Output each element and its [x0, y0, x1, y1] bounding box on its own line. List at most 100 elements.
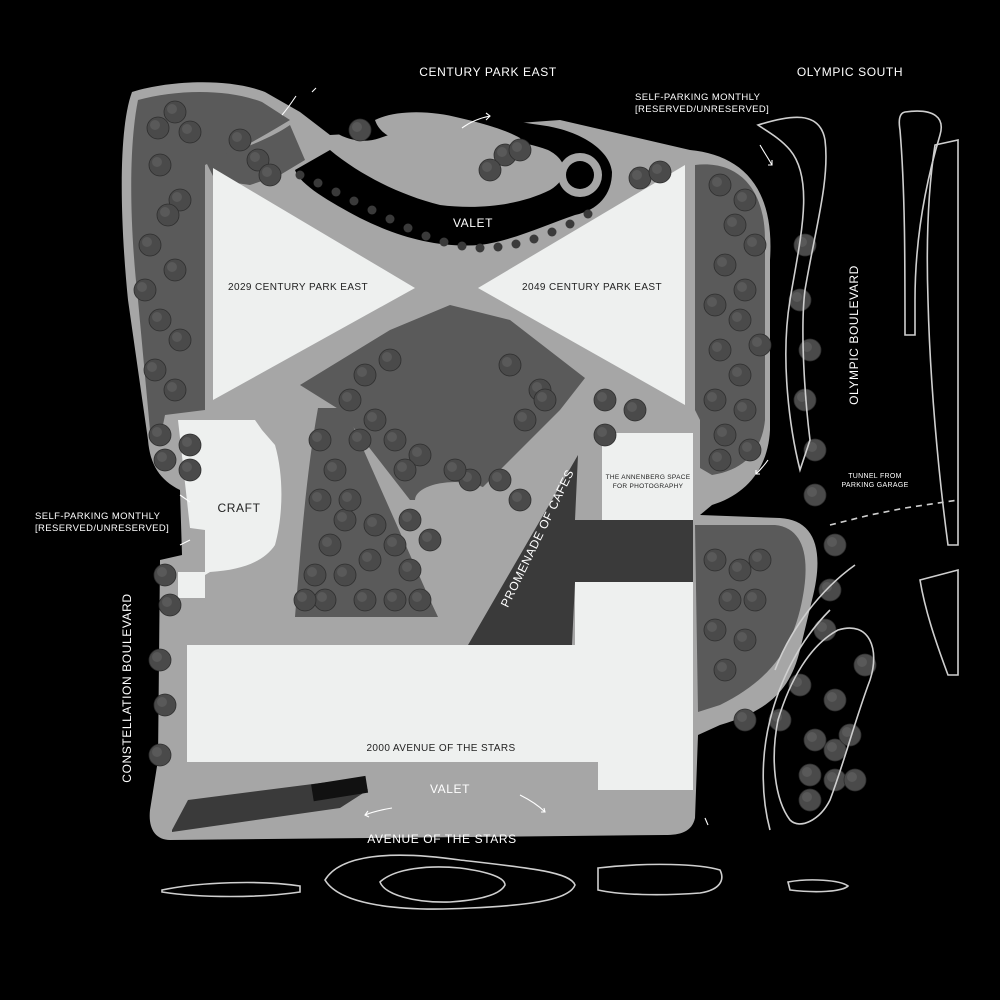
- tree-highlight: [807, 442, 817, 452]
- tree-highlight: [342, 392, 352, 402]
- curve-island: [773, 627, 875, 825]
- valet-dot-icon: [511, 239, 521, 249]
- tree-highlight: [307, 567, 317, 577]
- tree-highlight: [142, 237, 152, 247]
- arrow-icon: [759, 144, 773, 166]
- tunnel-line1: TUNNEL FROM: [848, 473, 902, 480]
- turnaround-center: [566, 161, 594, 189]
- south-building-label: 2000 AVENUE OF THE STARS: [366, 743, 515, 754]
- tree-highlight: [147, 362, 157, 372]
- tree-highlight: [317, 592, 327, 602]
- tree-highlight: [597, 392, 607, 402]
- valet-dot-icon: [439, 237, 449, 247]
- tree-highlight: [172, 192, 182, 202]
- tree-highlight: [412, 592, 422, 602]
- tree-highlight: [747, 592, 757, 602]
- valet-booth: [311, 775, 369, 802]
- tree-highlight: [532, 382, 542, 392]
- arrow-icon: [179, 494, 191, 503]
- tree-group: [133, 100, 877, 812]
- avenue-island-2: [324, 854, 576, 910]
- tree-highlight: [737, 282, 747, 292]
- tree-highlight: [517, 412, 527, 422]
- tree-highlight: [737, 402, 747, 412]
- tree-highlight: [727, 217, 737, 227]
- tree-highlight: [717, 662, 727, 672]
- grass-west-strip: [131, 92, 290, 440]
- olympic-island-3: [926, 139, 959, 546]
- street-top-label: CENTURY PARK EAST: [419, 65, 557, 79]
- tree-highlight: [402, 512, 412, 522]
- tree-highlight: [387, 537, 397, 547]
- olympic-island-4: [919, 568, 959, 676]
- tree-highlight: [712, 342, 722, 352]
- arrow-icon: [704, 817, 709, 826]
- valet-dot-icon: [493, 242, 503, 252]
- tree-highlight: [160, 207, 170, 217]
- valet-dot-icon: [547, 227, 557, 237]
- tree-highlight: [857, 657, 867, 667]
- tree-highlight: [737, 192, 747, 202]
- tunnel-line2: PARKING GARAGE: [841, 482, 908, 489]
- tree-highlight: [722, 592, 732, 602]
- tree-highlight: [737, 632, 747, 642]
- tree-highlight: [182, 462, 192, 472]
- annenberg-line1: THE ANNENBERG SPACE: [606, 474, 691, 481]
- annenberg-building-shape: [602, 433, 693, 528]
- tree-highlight: [172, 332, 182, 342]
- tree-highlight: [327, 462, 337, 472]
- tree-highlight: [707, 622, 717, 632]
- valet-dot-icon: [583, 209, 593, 219]
- street-top-right-label: OLYMPIC SOUTH: [797, 65, 903, 79]
- avenue-island-2-inner: [379, 866, 506, 903]
- valet-top-label: VALET: [453, 216, 493, 230]
- street-bottom-label: AVENUE OF THE STARS: [367, 832, 516, 846]
- tree-highlight: [322, 537, 332, 547]
- tree-highlight: [157, 697, 167, 707]
- tree-highlight: [707, 552, 717, 562]
- tree-highlight: [717, 257, 727, 267]
- tree-highlight: [732, 562, 742, 572]
- tree-highlight: [232, 132, 242, 142]
- tree-highlight: [157, 452, 167, 462]
- olympic-island-2: [898, 110, 942, 336]
- tree-highlight: [157, 567, 167, 577]
- street-left-label: CONSTELLATION BOULEVARD: [120, 593, 134, 782]
- grass-central-plaza: [300, 305, 585, 500]
- tree-highlight: [297, 592, 307, 602]
- tree-highlight: [352, 122, 362, 132]
- tree-highlight: [627, 402, 637, 412]
- promenade-wedge: [468, 455, 693, 645]
- tree-highlight: [502, 357, 512, 367]
- tree-highlight: [632, 170, 642, 180]
- valet-dot-icon: [331, 187, 341, 197]
- tree-highlight: [250, 152, 260, 162]
- tree-highlight: [357, 367, 367, 377]
- tree-highlight: [150, 120, 160, 130]
- tree-highlight: [312, 432, 322, 442]
- parking-left-line2: [RESERVED/UNRESERVED]: [35, 523, 169, 534]
- street-right-label: OLYMPIC BOULEVARD: [847, 265, 861, 405]
- tree-highlight: [312, 492, 322, 502]
- east-tower-label: 2049 CENTURY PARK EAST: [522, 282, 662, 293]
- tree-highlight: [152, 427, 162, 437]
- tree-highlight: [492, 472, 502, 482]
- tree-highlight: [827, 772, 837, 782]
- tree-highlight: [352, 432, 362, 442]
- valet-drive-top: [295, 84, 612, 246]
- tree-highlight: [747, 237, 757, 247]
- tree-highlight: [807, 732, 817, 742]
- arrow-icon: [755, 459, 769, 475]
- tree-highlight: [802, 792, 812, 802]
- tree-highlight: [752, 337, 762, 347]
- avenue-island-1: [161, 881, 301, 898]
- tree-highlight: [357, 592, 367, 602]
- valet-dot-icon: [313, 178, 323, 188]
- parking-left-line1: SELF-PARKING MONTHLY: [35, 511, 161, 522]
- tree-highlight: [152, 747, 162, 757]
- arrow-icon: [461, 115, 491, 129]
- valet-drive-inner: [375, 112, 522, 151]
- south-building-shape: [187, 582, 693, 790]
- avenue-island-3: [597, 863, 723, 896]
